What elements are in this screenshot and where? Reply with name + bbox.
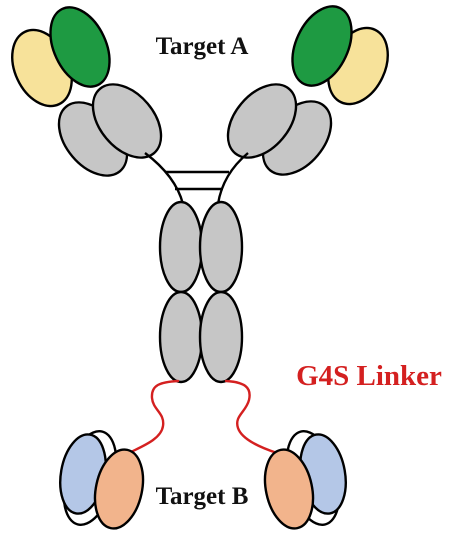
right-scfv-heavy-domain [263,448,315,530]
left-heavy-chain-constant-domain [91,83,163,159]
target-a-label: Target A [156,33,249,60]
left-g4s-linker [125,379,180,456]
hinge-right-connector [216,152,249,205]
fc-ch3-domain-right [198,290,244,384]
left-scfv [59,430,145,530]
fc-ch2-domain-right [198,200,244,294]
left-heavy-chain-variable-domain [49,6,111,88]
g4s-linker-label: G4S Linker [296,360,442,392]
right-g4s-linker [224,379,279,455]
right-scfv [263,430,347,530]
g4s-linkers [125,379,279,456]
right-heavy-chain-variable-domain [291,5,353,87]
fc-region [158,200,244,384]
target-b-label: Target B [156,483,249,510]
hinge-region [144,152,249,205]
hinge-left-connector [144,152,185,205]
fc-ch2-domain-left [158,200,204,294]
fc-ch3-domain-left [158,290,204,384]
left-fab-arm [11,6,163,177]
right-heavy-chain-constant-domain [226,83,298,159]
left-scfv-heavy-domain [93,448,145,530]
right-fab-arm [226,5,389,176]
